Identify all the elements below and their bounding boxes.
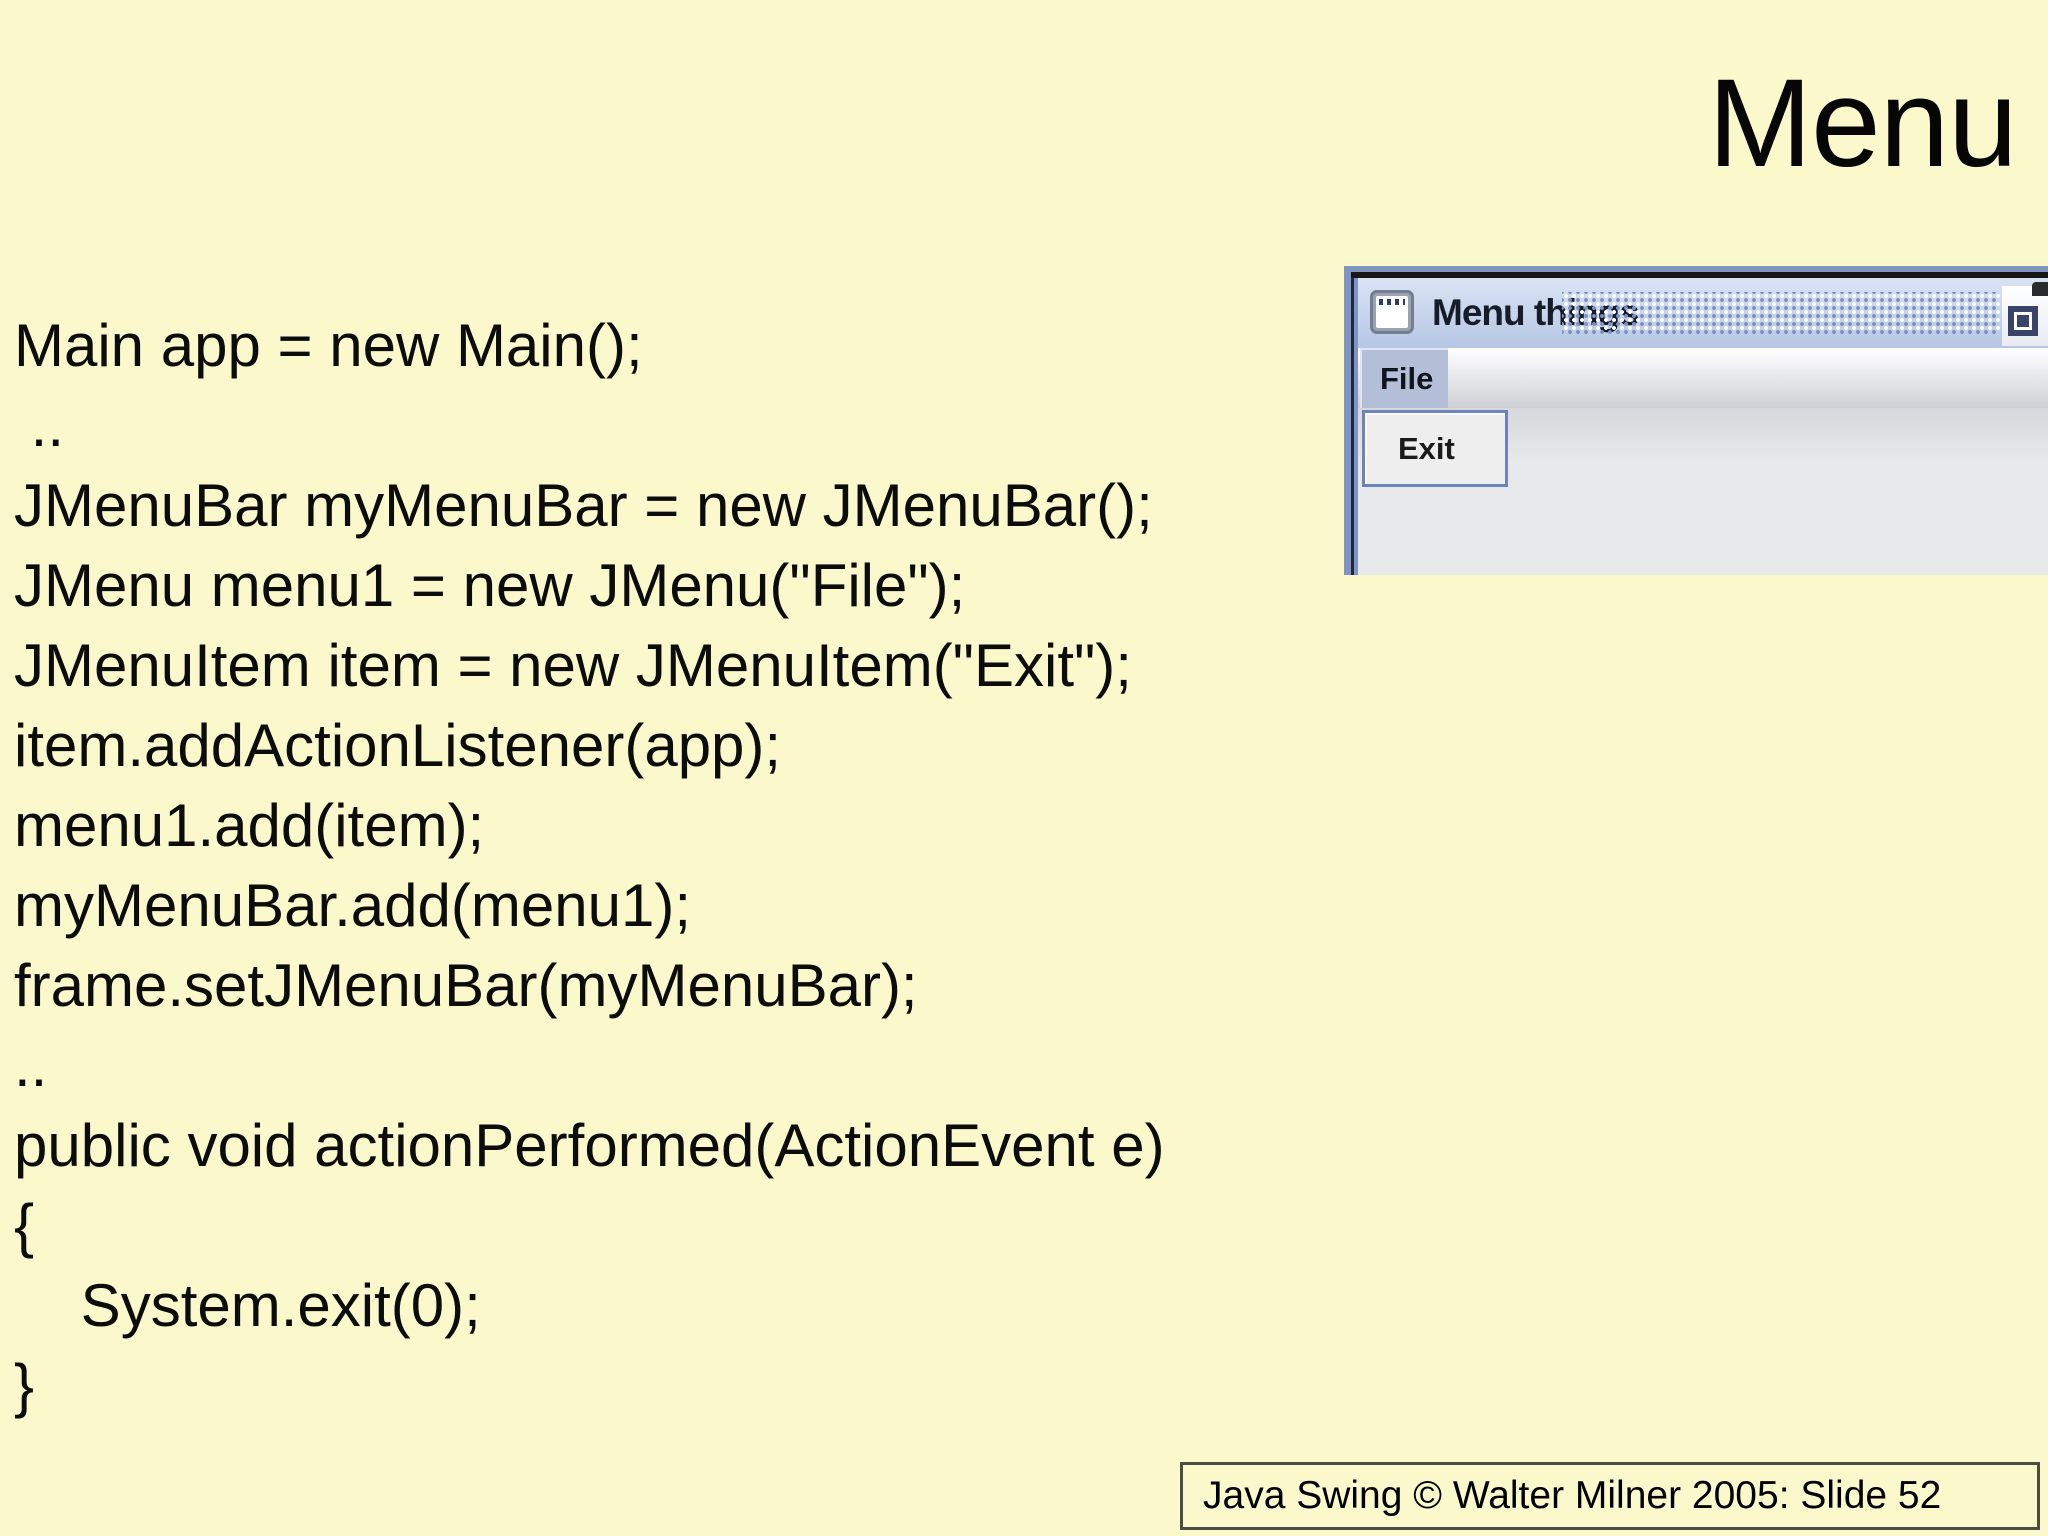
window-top-edge [1351,272,2048,278]
code-line: JMenuItem item = new JMenuItem("Exit"); [14,632,1132,699]
code-line: .. [14,1032,48,1099]
java-window-icon-dots [1379,299,1405,305]
window-titlebar[interactable]: Menu things [1358,278,2048,348]
code-line: Main app = new Main(); [14,312,643,379]
code-line: item.addActionListener(app); [14,712,782,779]
java-window-icon [1370,290,1414,334]
window-menubar: File [1358,348,2048,408]
menu-item-exit[interactable]: Exit [1398,430,1455,466]
file-menu-popup: Exit [1362,410,1508,487]
code-line: myMenuBar.add(menu1); [14,872,691,939]
restore-window-icon-core [2017,315,2029,327]
menu-file[interactable]: File [1360,348,1448,408]
swing-window: Menu things File Exit [1344,266,2048,575]
footer-box: Java Swing © Walter Milner 2005: Slide 5… [1180,1462,2040,1530]
code-line: .. [14,392,65,459]
window-left-edge [1351,278,1354,575]
code-line: JMenuBar myMenuBar = new JMenuBar(); [14,472,1153,539]
code-line: menu1.add(item); [14,792,485,859]
page-title: Menu [1708,54,2018,193]
code-line: { [14,1192,35,1259]
window-control-button[interactable] [2002,286,2048,346]
code-block: Main app = new Main(); .. JMenuBar myMen… [14,306,1165,1426]
restore-window-icon [2008,306,2038,336]
footer-text: Java Swing © Walter Milner 2005: Slide 5… [1203,1474,1942,1517]
clipped-window-control-icon [2032,282,2048,296]
code-line: JMenu menu1 = new JMenu("File"); [14,552,966,619]
code-line: public void actionPerformed(ActionEvent … [14,1112,1165,1179]
code-line: } [14,1352,35,1419]
code-line: System.exit(0); [14,1272,481,1339]
code-line: frame.setJMenuBar(myMenuBar); [14,952,918,1019]
titlebar-bumps-texture [1562,292,2000,334]
